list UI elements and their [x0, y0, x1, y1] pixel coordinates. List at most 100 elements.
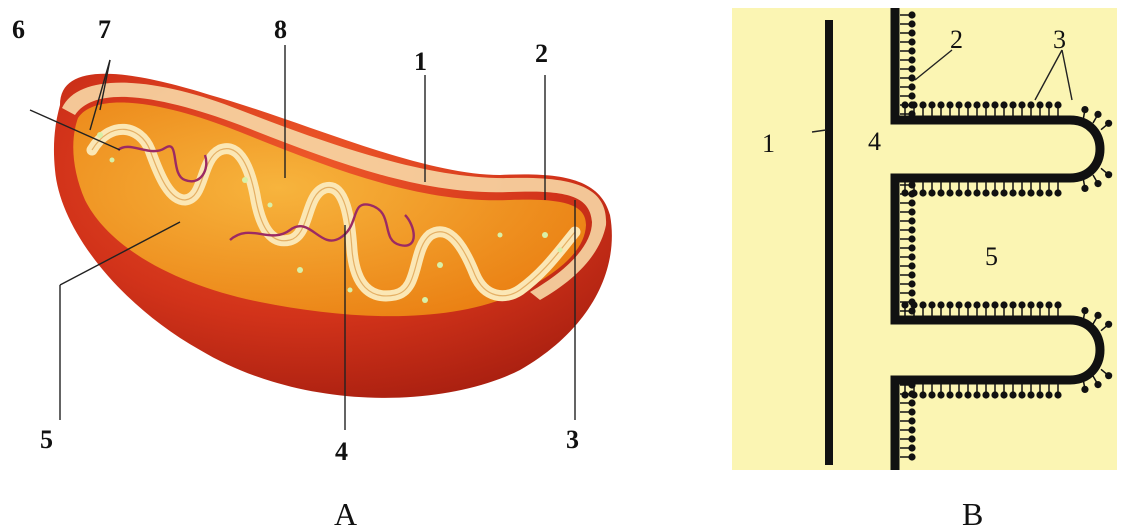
- particle-head: [982, 189, 990, 197]
- particle-head: [955, 101, 963, 109]
- matrix-granules: [97, 132, 563, 303]
- particle-head: [910, 189, 918, 197]
- particle-head: [937, 391, 945, 399]
- particle-head: [946, 189, 954, 197]
- particle-head: [1081, 385, 1089, 393]
- particle-head: [908, 289, 916, 297]
- label-b-5: 5: [985, 242, 998, 271]
- label-b-1: 1: [762, 129, 775, 158]
- label-a-8: 8: [274, 15, 287, 44]
- label-a-3: 3: [566, 425, 579, 454]
- panel-b-caption: B: [962, 496, 983, 531]
- particle-head: [901, 391, 909, 399]
- particle-head: [908, 226, 916, 234]
- particle-head: [964, 391, 972, 399]
- leader-b-1: [811, 129, 827, 133]
- particle-head: [946, 301, 954, 309]
- particle-head: [991, 189, 999, 197]
- particle-head: [908, 217, 916, 225]
- particle-head: [908, 435, 916, 443]
- particle-head: [1018, 101, 1026, 109]
- particle-head: [1105, 320, 1113, 328]
- particle-head: [910, 101, 918, 109]
- matrix-region: [73, 102, 587, 317]
- particle-head: [908, 262, 916, 270]
- cristae-outline: [91, 128, 576, 297]
- particle-head: [973, 101, 981, 109]
- leader-6: [29, 109, 121, 151]
- particle-head: [982, 301, 990, 309]
- particle-head: [1018, 301, 1026, 309]
- panel-b-background: [732, 8, 1117, 470]
- outer-rim: [62, 82, 607, 300]
- particle-head: [908, 417, 916, 425]
- particle-head: [937, 301, 945, 309]
- particle-head: [964, 101, 972, 109]
- particle-head: [908, 29, 916, 37]
- particle-head: [1094, 110, 1102, 118]
- particle-head: [908, 199, 916, 207]
- panel-a-caption: A: [334, 496, 357, 531]
- particle-head: [908, 83, 916, 91]
- particle-head: [908, 426, 916, 434]
- particle-head: [928, 189, 936, 197]
- particle-head: [1105, 119, 1113, 127]
- particle-head: [1027, 189, 1035, 197]
- particle-head: [1081, 307, 1089, 315]
- particle-head: [1027, 391, 1035, 399]
- label-a-5: 5: [40, 425, 53, 454]
- particle-head: [946, 391, 954, 399]
- particle-head: [1045, 301, 1053, 309]
- particle-head: [1054, 101, 1062, 109]
- particle-head: [1000, 189, 1008, 197]
- particle-head: [1000, 101, 1008, 109]
- particle-head: [991, 101, 999, 109]
- particle-head: [1027, 101, 1035, 109]
- particle-head: [1105, 372, 1113, 380]
- particle-head: [919, 301, 927, 309]
- leader-b-3b: [1061, 49, 1073, 101]
- label-b-2: 2: [950, 25, 963, 54]
- particle-head: [982, 101, 990, 109]
- panel-a-mitochondrion: 1 2 3 4 5 6 7 8 A: [12, 15, 612, 531]
- particle-head: [908, 235, 916, 243]
- particle-head: [937, 101, 945, 109]
- particle-head: [946, 101, 954, 109]
- mitochondrial-dna-1: [117, 145, 208, 183]
- particle-head: [908, 444, 916, 452]
- particle-head: [1009, 391, 1017, 399]
- particle-head: [955, 189, 963, 197]
- particle-head: [1036, 301, 1044, 309]
- particle-head: [1105, 171, 1113, 179]
- label-a-1: 1: [414, 47, 427, 76]
- particle-head: [908, 74, 916, 82]
- particle-head: [908, 56, 916, 64]
- particle-head: [1045, 391, 1053, 399]
- particle-head: [1045, 189, 1053, 197]
- particle-head: [908, 408, 916, 416]
- label-b-4: 4: [868, 127, 881, 156]
- particle-head: [910, 391, 918, 399]
- particle-head: [1054, 189, 1062, 197]
- particle-head: [908, 38, 916, 46]
- particle-head: [908, 208, 916, 216]
- label-a-6: 6: [12, 15, 25, 44]
- particle-head: [1000, 301, 1008, 309]
- particle-head: [1094, 311, 1102, 319]
- particle-head: [908, 271, 916, 279]
- particle-head: [919, 189, 927, 197]
- particle-head: [982, 391, 990, 399]
- particle-head: [908, 399, 916, 407]
- particle-head: [1000, 391, 1008, 399]
- particle-head: [973, 301, 981, 309]
- particle-head: [991, 391, 999, 399]
- particle-head: [1045, 101, 1053, 109]
- particle-head: [973, 391, 981, 399]
- particle-head: [1027, 301, 1035, 309]
- leader-b-2: [914, 49, 953, 81]
- particle-head: [910, 301, 918, 309]
- particle-head: [1018, 391, 1026, 399]
- mitochondrial-dna-2: [229, 203, 415, 247]
- particle-head: [964, 301, 972, 309]
- particle-head: [928, 101, 936, 109]
